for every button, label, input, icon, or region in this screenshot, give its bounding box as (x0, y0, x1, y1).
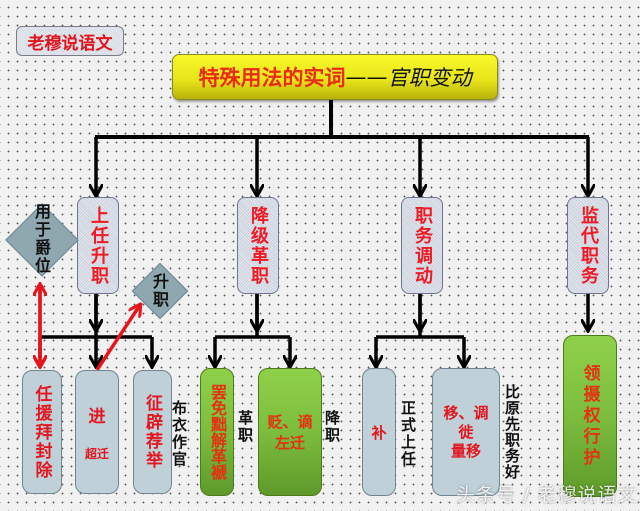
leaf-ba-mian-chu-jie-ge-chi: 罢免黜解革褫 (200, 368, 234, 496)
watermark: 头条号 / 老穆说语文 (456, 484, 638, 506)
diamond-juewei-label: 用于爵位 (32, 203, 51, 275)
leaf-bian-line1: 贬、谪 (267, 413, 313, 431)
leaf-bian-line2: 左迁 (274, 434, 305, 452)
title-dash: —— (345, 65, 388, 89)
leaf-jin-sub: 超迁 (84, 447, 109, 461)
leaf-yi-line2: 徙 (458, 422, 474, 441)
sub-arrows (40, 292, 588, 366)
leaf-jin: 进 超迁 (75, 370, 119, 494)
note-buyi-zuoguan: 布衣作官 (170, 400, 188, 468)
leaf-yi-line1: 移、调 (443, 403, 489, 422)
title-sub: 官职变动 (387, 66, 472, 90)
note-zhengshi-shangren: 正式上任 (399, 400, 417, 468)
leaf-jin-main: 进 (88, 407, 106, 427)
diamond-shengzhi-label: 升职 (150, 273, 169, 309)
leaf-bian-zhe: 贬、谪 左迁 (258, 368, 322, 496)
category-jiandai: 监代职务 (567, 197, 609, 294)
brand-label: 老穆说语文 (16, 26, 124, 56)
note-bi-yuanxian-zhiwu-hao: 比原先职务好 (503, 384, 521, 480)
title-main: 特殊用法的实词 (198, 65, 346, 90)
branch-arrows (96, 137, 588, 195)
note-gezhi: 革职 (236, 410, 254, 444)
red-arrows (40, 285, 140, 371)
note-jiangzhi: 降职 (323, 410, 341, 444)
diagram-title: 特殊用法的实词 —— 官职变动 (172, 54, 498, 100)
leaf-bu: 补 (362, 368, 396, 496)
category-shangren: 上任升职 (77, 197, 119, 294)
category-zhiwu: 职务调动 (401, 197, 443, 294)
category-jiangji: 降级革职 (237, 197, 279, 294)
leaf-ren-yuan-bai-feng-chu: 任援拜封除 (22, 370, 62, 494)
leaf-yi-line3: 量移 (450, 441, 481, 460)
leaf-zheng-bi-jian-ju: 征辟荐举 (133, 370, 172, 494)
leaf-ling-she-quan-xing-hu: 领摄权行护 (563, 335, 617, 497)
sub-connectors (40, 292, 464, 339)
main-trunk (95, 98, 589, 139)
leaf-yi-diao: 移、调 徙 量移 (432, 368, 500, 496)
